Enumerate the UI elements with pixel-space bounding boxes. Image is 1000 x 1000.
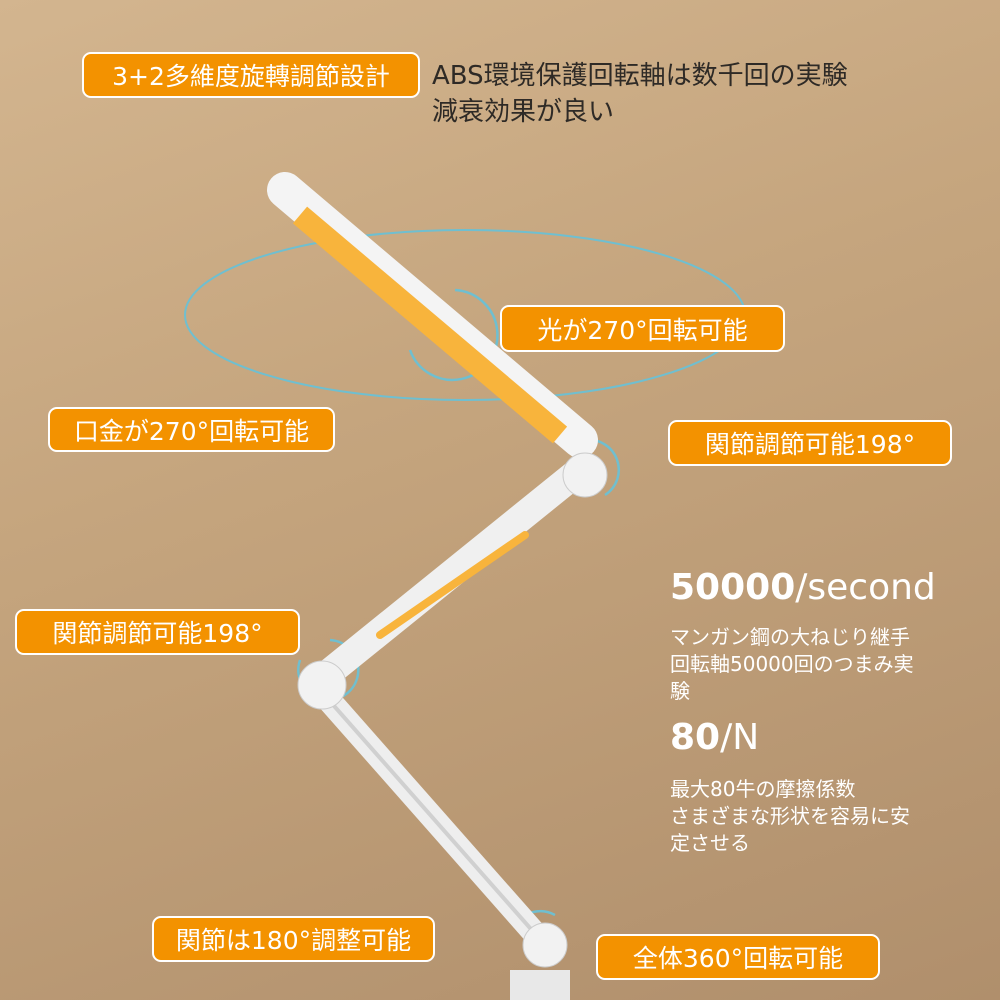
spec-friction-value: 80 bbox=[670, 717, 721, 758]
spec-friction-unit: /N bbox=[720, 717, 760, 758]
spec-friction-desc: 定させる bbox=[670, 831, 750, 855]
spec-friction-desc: さまざまな形状を容易に安 bbox=[670, 804, 910, 828]
abs-text: ABS環境保護回転軸は数千回の実験 減衰効果が良い bbox=[432, 58, 848, 130]
abs-line2: 減衰効果が良い bbox=[432, 97, 615, 127]
spec-friction-desc: 最大80牛の摩擦係数 bbox=[670, 777, 856, 801]
spec-friction: 80/N 最大80牛の摩擦係数 さまざまな形状を容易に安 定させる bbox=[670, 718, 910, 857]
spec-rotation-unit: /second bbox=[795, 567, 936, 608]
whole-rotate-tag: 全体360°回転可能 bbox=[596, 934, 880, 980]
joint bbox=[562, 452, 608, 498]
base-rotate-tag: 口金が270°回転可能 bbox=[48, 407, 335, 452]
design-tag: 3+2多維度旋轉調節設計 bbox=[82, 52, 420, 98]
joint bbox=[297, 660, 347, 710]
joint-upper-tag: 関節調節可能198° bbox=[668, 420, 952, 466]
spec-rotation-desc: マンガン鋼の大ねじり継手 bbox=[670, 625, 910, 649]
spec-rotation-desc: 回転軸50000回のつまみ実 bbox=[670, 652, 914, 676]
joint-middle-tag: 関節調節可能198° bbox=[15, 609, 300, 655]
head-rotate-tag: 光が270°回転可能 bbox=[500, 305, 785, 352]
spec-rotation: 50000/second マンガン鋼の大ねじり継手 回転軸50000回のつまみ実… bbox=[670, 568, 936, 705]
spec-rotation-desc: 験 bbox=[670, 679, 690, 703]
spec-rotation-value: 50000 bbox=[670, 567, 796, 608]
joint-lower-tag: 関節は180°調整可能 bbox=[152, 916, 435, 962]
joint bbox=[522, 922, 568, 968]
abs-line1: ABS環境保護回転軸は数千回の実験 bbox=[432, 61, 848, 91]
